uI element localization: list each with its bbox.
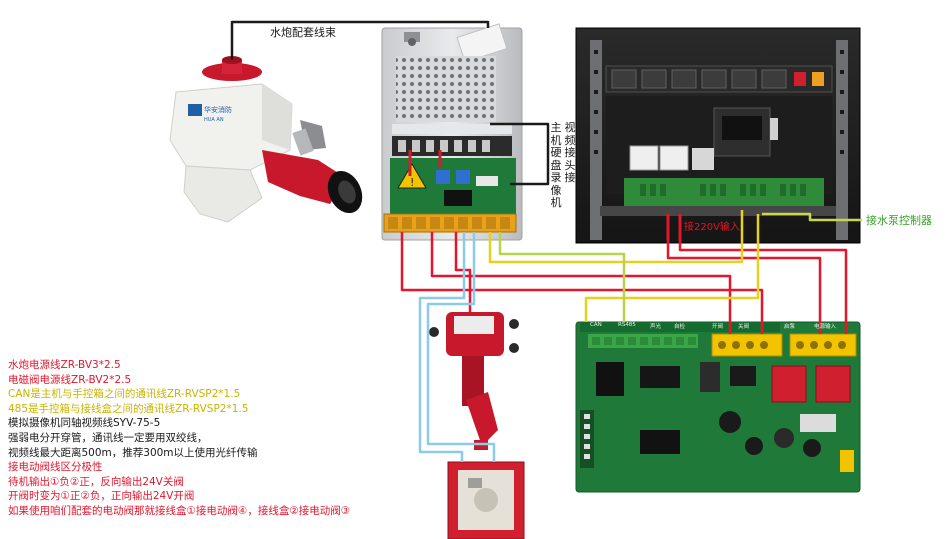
control-cabinet	[575, 27, 861, 244]
video-label-col1: 主机硬盘录像机	[550, 121, 562, 209]
warning-icon	[397, 163, 427, 189]
board-relay-red-2	[815, 365, 851, 403]
wire-cannon-power	[400, 232, 764, 334]
video-label-col2: 视频接头接	[564, 121, 576, 184]
cannon-top-pipe	[222, 60, 242, 74]
board-label-power-in: 电源输入	[814, 324, 837, 330]
cabinet-breaker	[629, 145, 659, 171]
cannon-barrel	[262, 150, 346, 204]
cannon-harness-label: 水炮配套线束	[270, 26, 336, 39]
power-switch-icon	[794, 72, 806, 86]
board-relay-red-1	[771, 365, 807, 403]
ac-input-label: 接220V输入	[684, 222, 740, 233]
board-label-row: CAN RS485 声光 自检 开阀 关阀 启泵 电源输入	[588, 322, 858, 332]
cannon-body-lower	[183, 165, 263, 223]
electric-valve	[429, 312, 519, 450]
wire-ac-input	[666, 240, 822, 334]
board-capacitor	[719, 411, 741, 433]
note-line: 强弱电分开穿管，通讯线一定要用双绞线，	[8, 431, 208, 444]
note-line: CAN是主机与手控箱之间的通讯线ZR-RVSP2*1.5	[8, 388, 241, 401]
cannon-brand: 华安消防	[204, 105, 232, 114]
board-label-open: 开阀	[712, 324, 724, 330]
wire-can-bus	[488, 210, 744, 264]
board-label-close: 关阀	[738, 324, 750, 330]
wire-rs485	[584, 214, 760, 322]
note-line: 接电动阀线区分极性	[8, 461, 103, 474]
note-line: 电磁阀电源线ZR-BV2*2.5	[8, 373, 132, 386]
note-line: 开阀时变为①正②负，正向输出24V开阀	[8, 490, 195, 503]
board-terminal-power	[789, 333, 857, 357]
board-label-rs485: RS485	[618, 322, 636, 328]
svg-text:!: !	[410, 176, 414, 189]
note-line: 待机输出①负②正，反向输出24V关阀	[8, 475, 184, 488]
cannon-logo-icon	[188, 104, 202, 116]
board-label-selftest: 自检	[674, 324, 686, 330]
board-label-pump: 启泵	[784, 324, 796, 330]
cannon-brand-sub: HUA AN	[204, 117, 224, 123]
wire-video	[490, 122, 550, 186]
main-control-board	[575, 321, 861, 493]
board-label-can: CAN	[590, 322, 602, 328]
board-chip	[596, 362, 624, 396]
water-cannon	[169, 56, 363, 223]
note-line: 水炮电源线ZR-BV3*2.5	[8, 359, 121, 371]
note-line: 模拟摄像机同轴视频线SYV-75-5	[8, 417, 161, 430]
wire-valve-signal	[418, 232, 466, 462]
pump-controller-label: 接水泵控制器	[866, 214, 932, 227]
junction-box	[447, 461, 525, 539]
valve-body	[462, 356, 484, 406]
board-label-sound: 声光	[650, 324, 662, 330]
psu-vent-grid	[396, 56, 496, 122]
wire-cannon-harness	[230, 20, 490, 60]
note-line: 485是手控箱与接线盒之间的通讯线ZR-RVSP2*1.5	[8, 402, 249, 415]
board-relay-white	[800, 414, 836, 432]
note-line: 视频线最大距离500m，推荐300m以上使用光纤传输	[8, 446, 258, 459]
psu-sticker	[456, 23, 508, 63]
note-line: 如果使用咱们配套的电动阀那就接线盒①接电动阀④，接线盒②接电动阀③	[8, 504, 351, 517]
power-supply-unit: !	[381, 23, 523, 241]
wires	[230, 20, 862, 462]
